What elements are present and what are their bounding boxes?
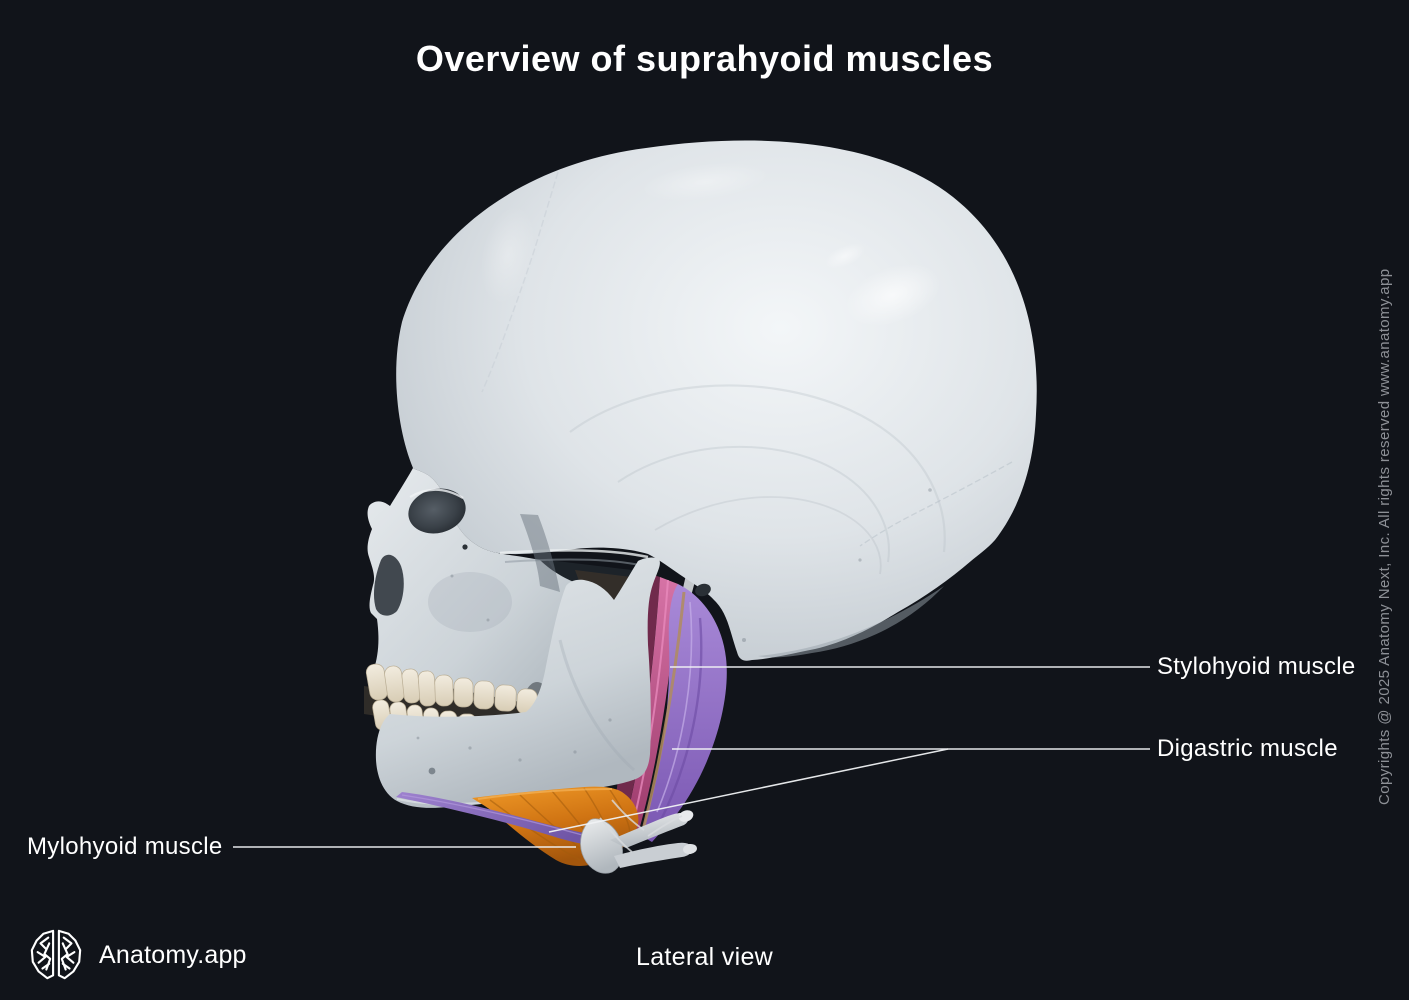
mylohyoid-label: Mylohyoid muscle	[27, 833, 223, 860]
eye-socket	[408, 488, 466, 534]
stylohyoid-label: Stylohyoid muscle	[1157, 653, 1356, 680]
posterior-digastric-band	[640, 584, 727, 842]
brand-logo: Anatomy.app	[27, 926, 247, 984]
digastric-leader-line-branch	[548, 748, 949, 833]
tendon-strand	[640, 591, 686, 835]
page-title: Overview of suprahyoid muscles	[415, 38, 994, 79]
ear-canal	[695, 583, 711, 597]
nasal-aperture	[373, 554, 404, 616]
infraorbital-foramen	[462, 544, 468, 550]
digastric-anterior-belly-render	[396, 792, 610, 846]
hyoid-bone	[580, 799, 697, 874]
copyright-notice: Copyrights @ 2025 Anatomy Next, Inc. All…	[1376, 268, 1393, 806]
mental-foramen	[428, 767, 436, 775]
cranium	[396, 140, 1037, 661]
brand-name: Anatomy.app	[99, 940, 247, 969]
leader-lines	[233, 666, 1150, 848]
brain-icon	[30, 929, 82, 980]
midface-maxilla	[367, 468, 649, 706]
view-caption: Lateral view	[636, 943, 773, 971]
digastric-label: Digastric muscle	[1157, 735, 1338, 762]
